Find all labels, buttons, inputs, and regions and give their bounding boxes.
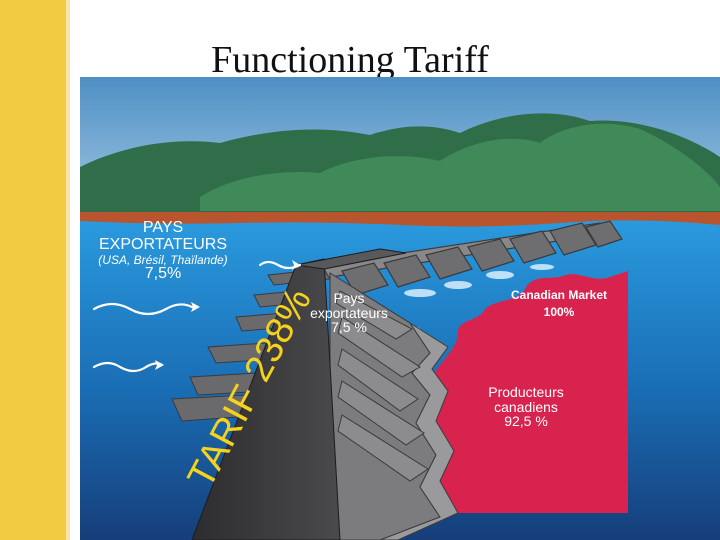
canadian-market-area <box>410 271 628 513</box>
accent-bar <box>0 0 66 540</box>
exporting-countries-share: 7,5% <box>144 265 182 283</box>
canadian-market-share: 100% <box>543 305 575 320</box>
water-spray <box>400 264 554 332</box>
tariff-road-top <box>295 248 407 270</box>
inner-exporting-line2: exportateurs <box>310 304 388 321</box>
canadian-producers-line2: canadiens <box>494 398 558 415</box>
exporting-countries-label: PAYS EXPORTATEURS (USA, Brésil, Thaïland… <box>88 219 238 283</box>
tariff-diagram: PAYS EXPORTATEURS (USA, Brésil, Thaïland… <box>80 77 720 540</box>
exporting-countries-line2: EXPORTATEURS <box>98 235 228 253</box>
canadian-producers-label: Producteurs canadiens 92,5 % <box>466 385 586 429</box>
inner-exporting-line1: Pays <box>333 290 365 306</box>
exporting-countries-line1: PAYS <box>142 219 184 236</box>
arrow-heads <box>155 260 300 370</box>
inner-exporting-countries-label: Pays exportateurs 7,5 % <box>294 291 404 335</box>
exporting-countries-list: (USA, Brésil, Thaïlande) <box>98 252 228 267</box>
canadian-producers-line1: Producteurs <box>488 384 564 400</box>
canadian-market-label: Canadian Market 100% <box>494 287 624 322</box>
canadian-market-title: Canadian Market <box>510 288 608 302</box>
inner-exporting-share: 7,5 % <box>331 319 367 336</box>
hills-front <box>200 123 720 211</box>
accent-bar-edge <box>66 0 70 540</box>
canadian-producers-share: 92,5 % <box>504 413 548 430</box>
slide-title: Functioning Tariff <box>211 39 489 81</box>
dam-body <box>329 272 459 540</box>
diagram-illustration <box>80 77 720 540</box>
